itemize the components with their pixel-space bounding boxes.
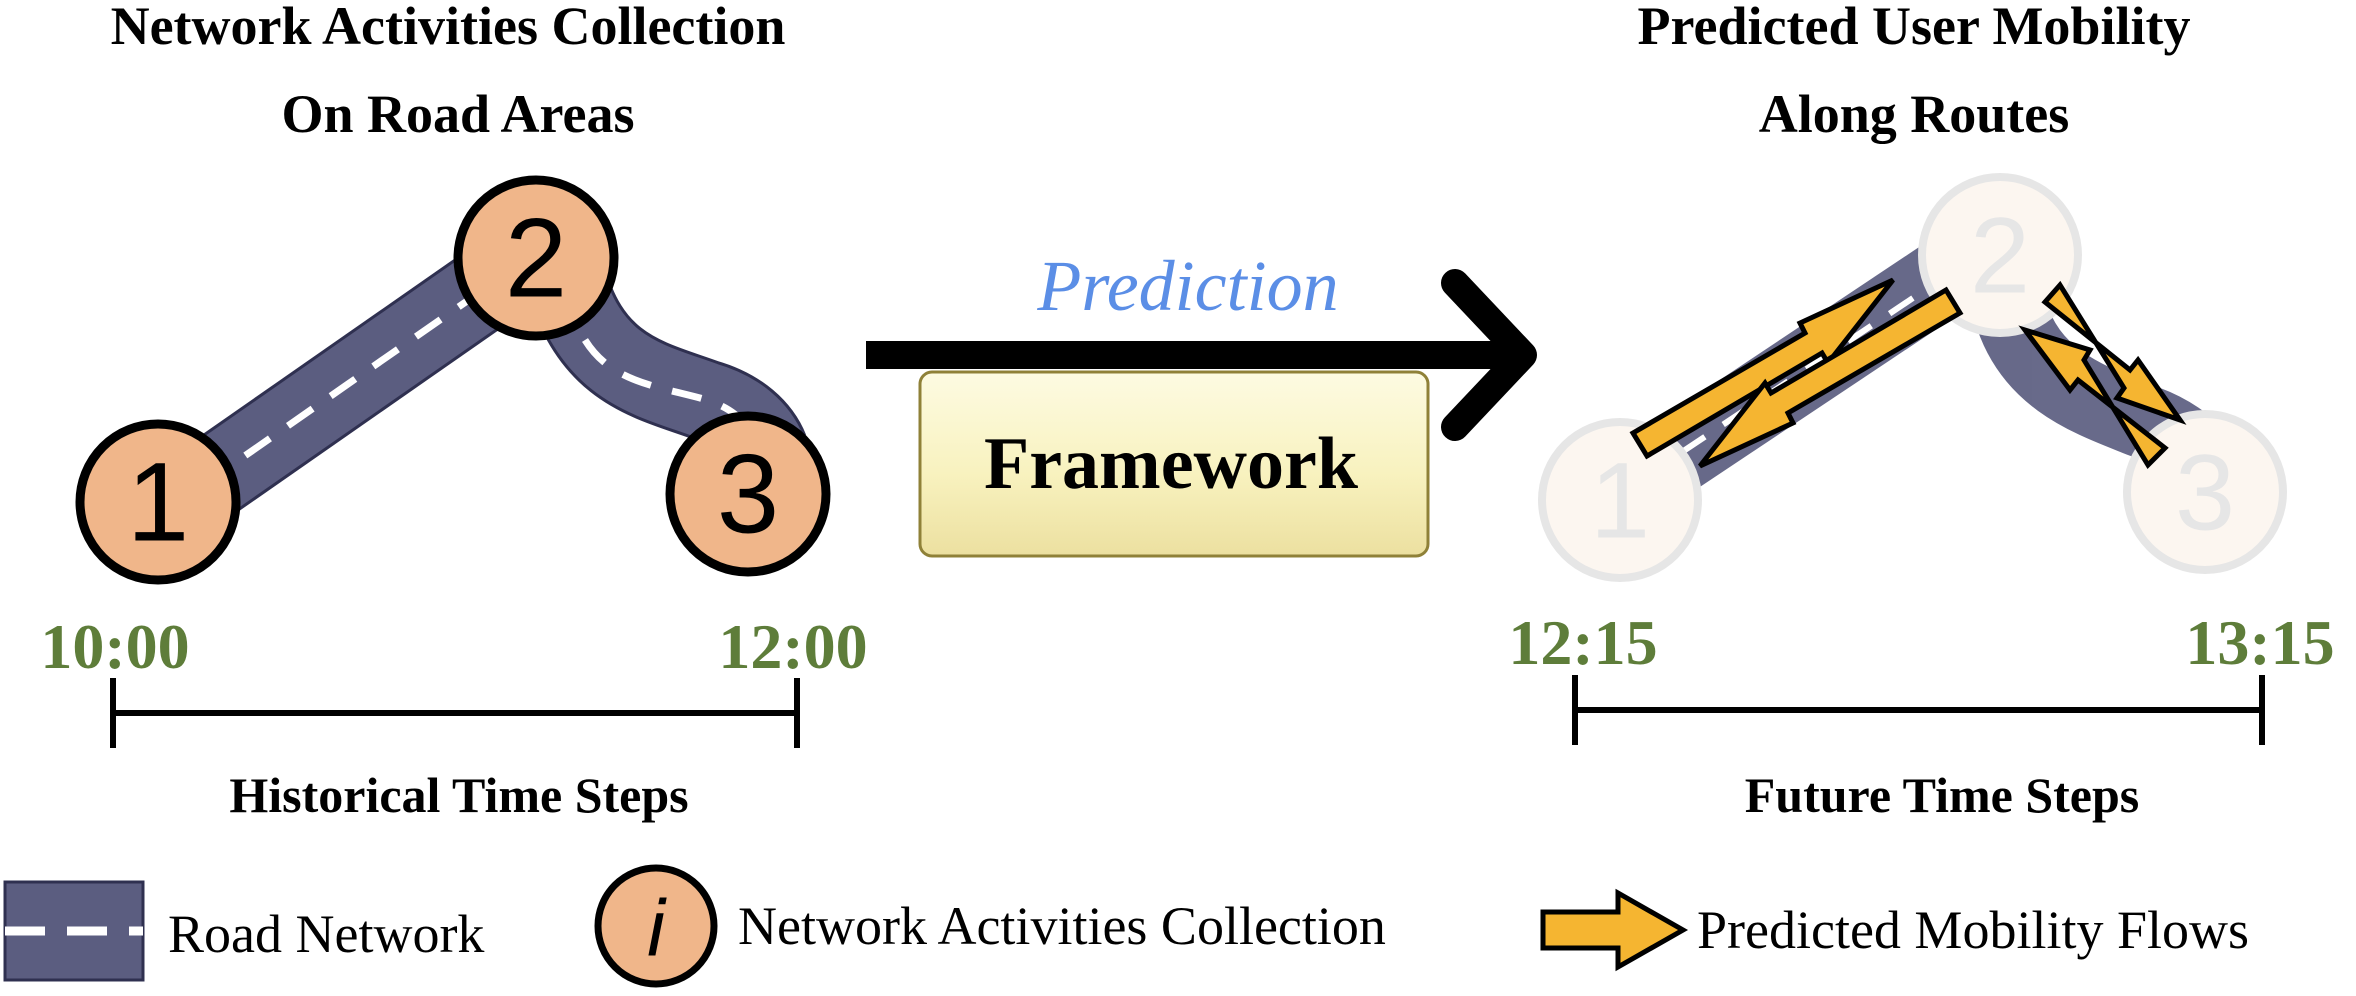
- prediction-label: Prediction: [1036, 246, 1338, 326]
- right-node-1-label: 1: [1590, 440, 1650, 561]
- legend-network-activities: i Network Activities Collection: [594, 864, 1386, 988]
- legend-network-activities-label: Network Activities Collection: [738, 896, 1386, 956]
- flow-arrow-icon: [1540, 888, 1689, 972]
- node-symbol-icon: [594, 864, 718, 988]
- flow-arrow-2-to-1: [1698, 286, 1964, 469]
- flow-arrow-1-to-2: [1629, 277, 1895, 460]
- prediction-arrow: [866, 269, 1537, 441]
- framework-label: Framework: [984, 423, 1359, 505]
- legend-mobility-flows: Predicted Mobility Flows: [1540, 888, 2249, 972]
- left-node-3: 3: [665, 411, 831, 577]
- right-time-end: 13:15: [2185, 607, 2334, 678]
- left-time-start: 10:00: [40, 611, 189, 682]
- right-timeline-label: Future Time Steps: [1745, 767, 2139, 823]
- left-timeline-label: Historical Time Steps: [229, 767, 688, 823]
- right-node-3-label: 3: [2175, 432, 2235, 553]
- legend-road-network-label: Road Network: [168, 904, 484, 964]
- left-node-1-label: 1: [127, 440, 189, 565]
- legend-node-symbol: i: [647, 884, 667, 973]
- left-title-line2: On Road Areas: [281, 84, 634, 144]
- right-title-line2: Along Routes: [1759, 84, 2070, 144]
- left-node-3-label: 3: [717, 432, 779, 557]
- framework-box: Framework: [918, 370, 1430, 558]
- right-timeline: [1572, 675, 2265, 745]
- left-node-2-label: 2: [505, 196, 567, 321]
- left-node-2: 2: [453, 175, 619, 341]
- left-time-end: 12:00: [718, 611, 867, 682]
- legend-mobility-flows-label: Predicted Mobility Flows: [1697, 900, 2249, 960]
- right-node-3: 3: [2123, 410, 2287, 574]
- left-node-1: 1: [75, 419, 241, 585]
- left-timeline: [110, 678, 800, 748]
- legend-road-network: Road Network: [3, 880, 484, 982]
- right-title-line1: Predicted User Mobility: [1638, 0, 2191, 56]
- right-time-start: 12:15: [1508, 607, 1657, 678]
- left-title-line1: Network Activities Collection: [111, 0, 786, 56]
- right-node-2: 2: [1918, 173, 2082, 337]
- right-node-1: 1: [1538, 418, 1702, 582]
- flow-arrow-3-to-2: [2018, 325, 2169, 470]
- right-node-2-label: 2: [1970, 195, 2030, 316]
- flow-arrow-2-to-3: [2041, 280, 2187, 425]
